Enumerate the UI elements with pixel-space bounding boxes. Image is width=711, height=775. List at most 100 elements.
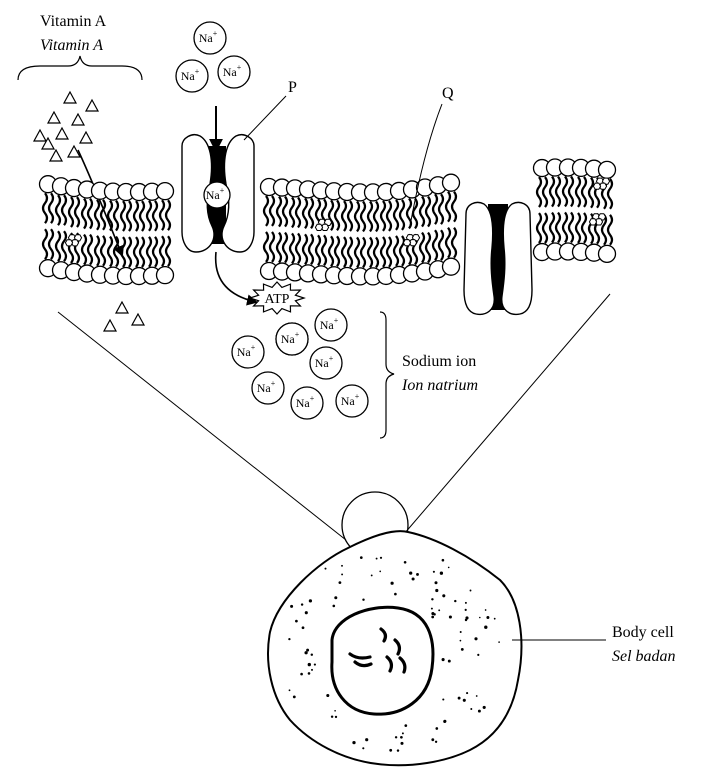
label-p: P: [288, 79, 297, 96]
lipid-tail: [86, 233, 94, 266]
granule: [430, 607, 433, 610]
phospholipid-head-inner: [597, 244, 617, 264]
vitamin-a-brace: [17, 55, 143, 81]
granule: [431, 612, 435, 616]
granule: [484, 609, 487, 611]
lipid-tail: [554, 175, 562, 208]
granule: [396, 749, 400, 752]
lipid-tail: [424, 231, 432, 264]
granule: [334, 709, 336, 712]
granule: [477, 709, 481, 713]
granule: [498, 641, 500, 643]
granule: [442, 698, 445, 701]
lipid-tail: [385, 200, 393, 232]
lipid-tail: [41, 192, 49, 224]
granule: [341, 573, 344, 576]
granule: [313, 663, 316, 666]
lipid-tail: [320, 234, 328, 267]
vitamin-a-entry-arrow: [77, 149, 124, 258]
granule: [457, 696, 461, 700]
lipid-tail: [418, 231, 426, 264]
sodium-ion: Na+: [251, 371, 285, 405]
granule: [307, 662, 311, 667]
lipid-tail: [372, 236, 380, 269]
sodium-ion-brace: [379, 311, 395, 439]
granule: [306, 648, 310, 652]
granule: [462, 698, 466, 702]
vitamin-a-molecule: [54, 126, 70, 140]
granule: [482, 705, 486, 709]
lipid-tail: [93, 199, 101, 231]
lipid-tail: [561, 211, 569, 244]
vitamin-a-molecule: [78, 130, 94, 144]
pointer-q: [409, 103, 443, 227]
sodium-ions-intracellular: Na+Na+Na+Na+Na+Na+Na+Na+: [231, 308, 369, 420]
phospholipid-head-outer: [441, 173, 461, 192]
phospholipid-head-inner: [155, 266, 175, 285]
lipid-tail: [379, 200, 387, 232]
lipid-tail: [138, 236, 146, 268]
phospholipid-head-outer: [155, 182, 175, 201]
granule: [432, 570, 435, 573]
atp-label: ATP: [265, 292, 290, 307]
pointer-p: [243, 95, 287, 141]
sodium-ion: Na+: [175, 59, 209, 93]
cholesterol-molecule: [592, 177, 611, 190]
granule: [330, 715, 334, 718]
lipid-tail: [535, 212, 543, 244]
lipid-tail: [405, 197, 413, 230]
lipid-tail: [307, 233, 315, 266]
granule: [359, 556, 363, 559]
lipid-tail: [125, 200, 133, 232]
lipid-tail: [424, 195, 432, 228]
lipid-tail: [600, 214, 608, 246]
sodium-ion: Na+: [217, 55, 251, 89]
granule: [434, 581, 438, 585]
lipid-tail: [444, 190, 452, 223]
vitamin-a-molecule: [48, 148, 64, 162]
lipid-tail: [606, 214, 614, 246]
cholesterol-molecule: [64, 234, 83, 247]
lipid-tail: [574, 176, 582, 208]
lipid-tail: [541, 212, 549, 244]
granule: [352, 740, 356, 745]
lipid-tail: [379, 236, 387, 268]
vitamin-a-label: Vitamin A: [40, 13, 107, 30]
granule: [431, 738, 435, 742]
lipid-tail: [554, 211, 562, 244]
lipid-tail: [288, 196, 296, 229]
lipid-tail: [67, 196, 75, 228]
lipid-tail: [340, 200, 348, 232]
lipid-tail: [54, 230, 62, 262]
lipid-tail: [268, 195, 276, 227]
lipid-tail: [372, 200, 380, 233]
lipid-tail: [275, 231, 283, 264]
granule: [310, 653, 314, 656]
vitamin-a-molecule: [46, 110, 62, 124]
lipid-tail: [450, 226, 458, 259]
lipid-tail: [346, 200, 354, 232]
granule: [390, 581, 394, 585]
sodium-ion: Na+: [203, 181, 231, 209]
lipid-tail: [145, 200, 153, 232]
channel-protein-q: [463, 201, 533, 316]
lipid-tail: [99, 235, 107, 267]
vitamin-a-molecule: [62, 90, 78, 104]
lipid-tail: [112, 235, 120, 268]
granule: [447, 659, 451, 663]
lipid-tail: [294, 232, 302, 265]
lipid-tail: [346, 236, 354, 268]
lipid-tail: [574, 212, 582, 244]
lipid-tail: [41, 228, 49, 260]
lipid-tail: [327, 199, 335, 231]
lipid-tail: [151, 236, 159, 268]
granule: [442, 594, 446, 598]
granule: [394, 592, 397, 596]
vitamin-a-molecules-inside: [102, 300, 146, 332]
granule: [438, 609, 441, 612]
granule: [474, 637, 478, 641]
granule: [365, 738, 369, 742]
granule: [341, 564, 343, 567]
lipid-tail: [541, 176, 549, 208]
lipid-tail: [431, 193, 439, 225]
